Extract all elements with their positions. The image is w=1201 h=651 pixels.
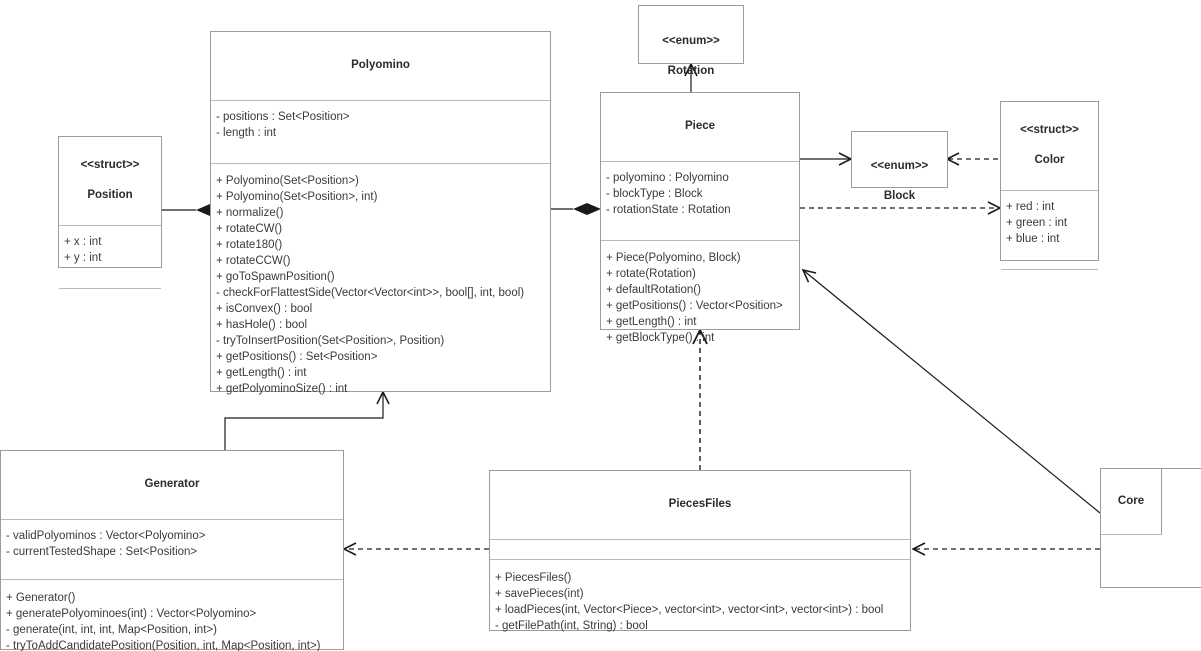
method-row: - tryToAddCandidatePosition(Position, in… — [6, 640, 321, 651]
stereotype-label: <<struct>> — [1020, 124, 1079, 136]
method-row: + goToSpawnPosition() — [216, 271, 335, 283]
attributes-section-position: + x : int + y : int — [59, 226, 161, 289]
method-row: - getFilePath(int, String) : bool — [495, 620, 648, 632]
class-box-generator[interactable]: Generator - validPolyominos : Vector<Pol… — [0, 450, 344, 651]
class-box-color[interactable]: <<struct>> Color + red : int + green : i… — [1000, 101, 1099, 270]
stereotype-label: <<enum>> — [870, 160, 929, 172]
method-row: + normalize() — [216, 207, 284, 219]
class-box-piece[interactable]: Piece - polyomino : Polyomino - blockTyp… — [600, 92, 800, 344]
method-row: + defaultRotation() — [606, 284, 701, 296]
attribute-row: + blue : int — [1006, 233, 1060, 245]
class-box-core[interactable]: Core — [1100, 468, 1201, 588]
attributes-section-piece: - polyomino : Polyomino - blockType : Bl… — [601, 162, 799, 241]
methods-section-generator: + Generator() + generatePolyominoes(int)… — [1, 580, 343, 651]
methods-section-piece: + Piece(Polyomino, Block) + rotate(Rotat… — [601, 241, 799, 354]
method-row: - checkForFlattestSide(Vector<Vector<int… — [216, 287, 525, 299]
attributes-section-piecesfiles — [490, 540, 910, 560]
class-title-generator: Generator — [1, 451, 343, 520]
method-row: + hasHole() : bool — [216, 319, 308, 331]
class-name-label: Generator — [144, 478, 200, 490]
attribute-row: - blockType : Block — [606, 188, 703, 200]
methods-section-polyomino: + Polyomino(Set<Position>) + Polyomino(S… — [211, 164, 550, 405]
attribute-row: - rotationState : Rotation — [606, 204, 731, 216]
attribute-row: - length : int — [216, 127, 277, 139]
body-section-core — [1101, 535, 1201, 615]
class-name-label: Position — [87, 189, 133, 201]
class-title-piece: Piece — [601, 93, 799, 162]
class-title-position: <<struct>> Position — [59, 137, 161, 226]
class-box-position[interactable]: <<struct>> Position + x : int + y : int — [58, 136, 162, 289]
attributes-section-color: + red : int + green : int + blue : int — [1001, 191, 1098, 270]
class-name-label: Rotation — [667, 65, 715, 77]
attribute-row: - currentTestedShape : Set<Position> — [6, 546, 198, 558]
class-title-color: <<struct>> Color — [1001, 102, 1098, 191]
stereotype-label: <<enum>> — [662, 35, 720, 47]
class-name-label: Core — [1117, 495, 1145, 507]
methods-section-piecesfiles: + PiecesFiles() + savePieces(int) + load… — [490, 560, 910, 642]
method-row: + generatePolyominoes(int) : Vector<Poly… — [6, 608, 257, 620]
class-title-core: Core — [1101, 469, 1162, 535]
attribute-row: + red : int — [1006, 201, 1055, 213]
attribute-row: - polyomino : Polyomino — [606, 172, 729, 184]
methods-section-color — [1001, 270, 1098, 282]
class-name-label: Piece — [684, 120, 716, 132]
method-row: - generate(int, int, int, Map<Position, … — [6, 624, 217, 636]
method-row: + getPositions() : Set<Position> — [216, 351, 378, 363]
method-row: + savePieces(int) — [495, 588, 584, 600]
method-row: + Generator() — [6, 592, 76, 604]
class-title-rotation: <<enum>> Rotation — [639, 6, 743, 101]
method-row: + Polyomino(Set<Position>) — [216, 175, 359, 187]
method-row: + rotate(Rotation) — [606, 268, 696, 280]
method-row: + Piece(Polyomino, Block) — [606, 252, 741, 264]
attribute-row: - positions : Set<Position> — [216, 111, 350, 123]
class-name-label: PiecesFiles — [668, 498, 732, 510]
class-name-label: Color — [1034, 154, 1065, 166]
method-row: + rotateCW() — [216, 223, 283, 235]
class-box-rotation[interactable]: <<enum>> Rotation — [638, 5, 744, 77]
methods-section-position — [59, 289, 161, 301]
method-row: + Polyomino(Set<Position>, int) — [216, 191, 378, 203]
method-row: + PiecesFiles() — [495, 572, 572, 584]
method-row: + isConvex() : bool — [216, 303, 313, 315]
class-name-label: Polyomino — [351, 59, 410, 71]
attribute-row: + x : int — [64, 236, 102, 248]
class-box-block[interactable]: <<enum>> Block — [851, 131, 948, 202]
method-row: - tryToInsertPosition(Set<Position>, Pos… — [216, 335, 445, 347]
class-box-piecesfiles[interactable]: PiecesFiles + PiecesFiles() + savePieces… — [489, 470, 911, 632]
attributes-section-generator: - validPolyominos : Vector<Polyomino> - … — [1, 520, 343, 580]
class-title-block: <<enum>> Block — [852, 132, 947, 226]
method-row: + rotate180() — [216, 239, 283, 251]
class-title-piecesfiles: PiecesFiles — [490, 471, 910, 540]
attribute-row: + green : int — [1006, 217, 1068, 229]
edge-polyomino-piece — [551, 203, 601, 215]
attribute-row: - validPolyominos : Vector<Polyomino> — [6, 530, 206, 542]
stereotype-label: <<struct>> — [80, 159, 140, 171]
attributes-section-polyomino: - positions : Set<Position> - length : i… — [211, 101, 550, 164]
method-row: + rotateCCW() — [216, 255, 291, 267]
method-row: + getPositions() : Vector<Position> — [606, 300, 783, 312]
method-row: + getLength() : int — [216, 367, 307, 379]
class-box-polyomino[interactable]: Polyomino - positions : Set<Position> - … — [210, 31, 551, 395]
class-name-label: Block — [883, 190, 916, 202]
method-row: + loadPieces(int, Vector<Piece>, vector<… — [495, 604, 884, 616]
attribute-row: + y : int — [64, 252, 102, 264]
class-title-polyomino: Polyomino — [211, 32, 550, 101]
method-row: + getLength() : int — [606, 316, 697, 328]
method-row: + getBlockType() : int — [606, 332, 715, 344]
method-row: + getPolyominoSize() : int — [216, 383, 348, 395]
